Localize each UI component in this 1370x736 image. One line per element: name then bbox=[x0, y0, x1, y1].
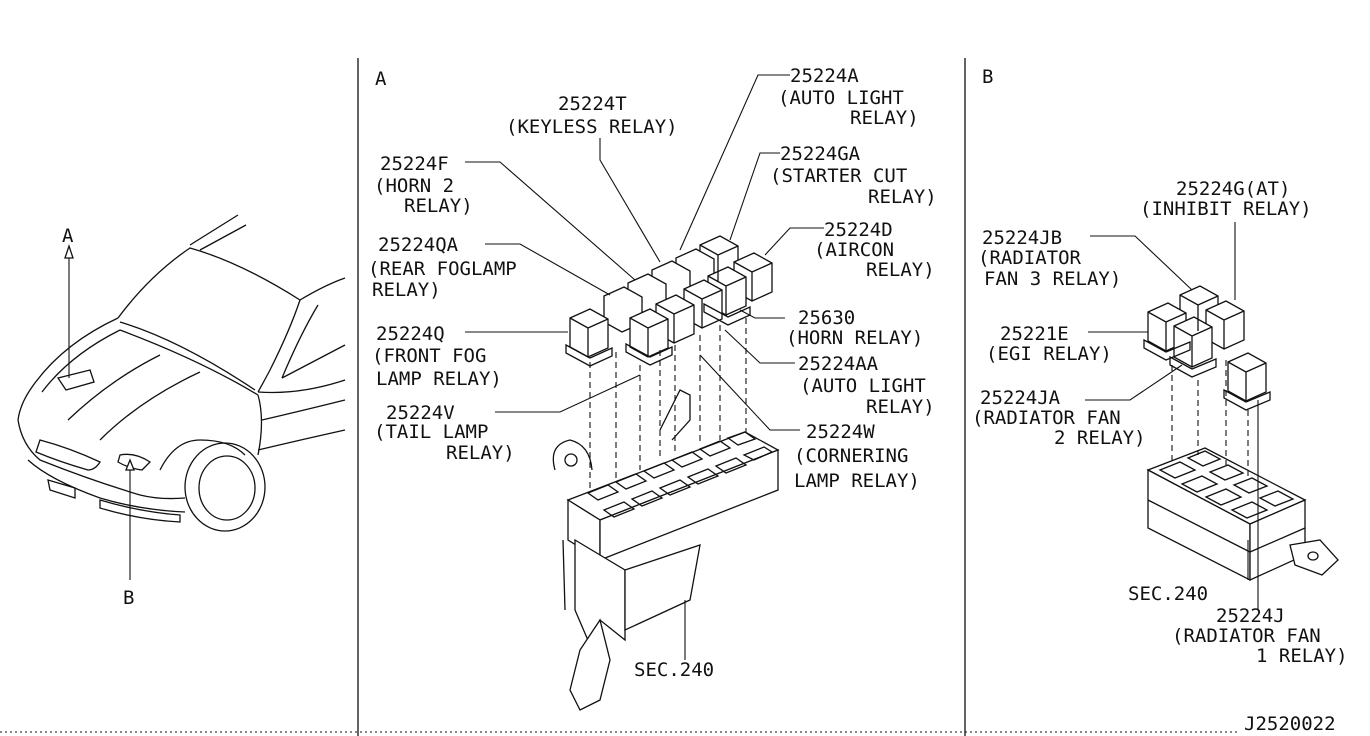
label-line: (HORN 2 bbox=[374, 175, 454, 197]
label-line: (RADIATOR bbox=[978, 247, 1082, 269]
label-25630: 25630 (HORN RELAY) bbox=[786, 307, 923, 349]
label-25224v: 25224V (TAIL LAMP RELAY) bbox=[374, 402, 515, 464]
panel-b-letter: B bbox=[982, 66, 993, 88]
label-line: 25224A bbox=[790, 65, 859, 87]
label-line: (HORN RELAY) bbox=[786, 327, 923, 349]
label-25224aa: 25224AA (AUTO LIGHT RELAY) bbox=[798, 353, 935, 418]
label-line: 25224J bbox=[1216, 605, 1285, 627]
label-line: FAN 3 RELAY) bbox=[984, 268, 1121, 290]
label-line: 25224G(AT) bbox=[1176, 178, 1290, 200]
projection-lines-a bbox=[589, 318, 747, 490]
label-line: 25224Q bbox=[376, 323, 445, 345]
label-line: (RADIATOR FAN bbox=[1172, 625, 1321, 647]
label-line: (STARTER CUT bbox=[770, 165, 907, 187]
label-25224t: 25224T (KEYLESS RELAY) bbox=[506, 93, 678, 138]
label-line: (TAIL LAMP bbox=[374, 421, 488, 443]
label-line: 25224QA bbox=[378, 234, 459, 256]
label-25224f: 25224F (HORN 2 RELAY) bbox=[374, 153, 473, 217]
label-line: (KEYLESS RELAY) bbox=[506, 116, 678, 138]
label-line: 25224W bbox=[806, 421, 875, 443]
label-line: LAMP RELAY) bbox=[376, 368, 502, 390]
label-25224d: 25224D (AIRCON RELAY) bbox=[814, 219, 935, 281]
label-line: 25224T bbox=[558, 93, 627, 115]
relay-box-b bbox=[1146, 447, 1339, 582]
label-sec240-a: SEC.240 bbox=[634, 659, 714, 681]
relay-cluster-a bbox=[565, 235, 773, 367]
label-line: RELAY) bbox=[850, 107, 919, 129]
label-line: (AIRCON bbox=[814, 239, 894, 261]
label-line: 25224AA bbox=[798, 353, 879, 375]
label-25224g: 25224G(AT) (INHIBIT RELAY) bbox=[1140, 178, 1312, 220]
label-25224ja: 25224JA (RADIATOR FAN 2 RELAY) bbox=[972, 387, 1146, 449]
label-25224a: 25224A (AUTO LIGHT RELAY) bbox=[778, 65, 919, 129]
label-25224j: 25224J (RADIATOR FAN 1 RELAY) bbox=[1172, 605, 1348, 667]
label-line: 25630 bbox=[798, 307, 855, 329]
leaders-a bbox=[465, 74, 824, 660]
label-line: 25224GA bbox=[780, 143, 861, 165]
drawing-id: J2520022 bbox=[1244, 713, 1336, 735]
relay-box-a bbox=[552, 389, 780, 711]
car-illustration bbox=[17, 214, 346, 580]
label-line: (AUTO LIGHT bbox=[800, 375, 926, 397]
callout-b: B bbox=[123, 587, 134, 609]
label-line: 2 RELAY) bbox=[1054, 427, 1146, 449]
label-25224w: 25224W (CORNERING LAMP RELAY) bbox=[794, 421, 920, 492]
label-line: 25224D bbox=[824, 219, 893, 241]
label-line: RELAY) bbox=[446, 442, 515, 464]
label-line: 25224F bbox=[380, 153, 449, 175]
label-line: RELAY) bbox=[866, 259, 935, 281]
label-25221e: 25221E (EGI RELAY) bbox=[986, 323, 1112, 365]
relay-cluster-b bbox=[1143, 285, 1271, 411]
label-line: (RADIATOR FAN bbox=[972, 407, 1121, 429]
label-25224qa: 25224QA (REAR FOGLAMP RELAY) bbox=[368, 234, 517, 301]
callout-a: A bbox=[62, 225, 74, 247]
projection-lines-b bbox=[1171, 360, 1249, 480]
label-line: (INHIBIT RELAY) bbox=[1140, 198, 1312, 220]
label-sec240-b: SEC.240 bbox=[1128, 583, 1208, 605]
label-line: 25221E bbox=[1000, 323, 1069, 345]
label-line: (REAR FOGLAMP bbox=[368, 258, 517, 280]
label-25224ga: 25224GA (STARTER CUT RELAY) bbox=[770, 143, 937, 208]
label-25224jb: 25224JB (RADIATOR FAN 3 RELAY) bbox=[978, 227, 1121, 290]
panel-a-letter: A bbox=[375, 68, 387, 90]
label-line: 25224JB bbox=[982, 227, 1062, 249]
label-line: LAMP RELAY) bbox=[794, 470, 920, 492]
label-25224q: 25224Q (FRONT FOG LAMP RELAY) bbox=[372, 323, 502, 390]
label-line: 1 RELAY) bbox=[1256, 645, 1348, 667]
label-line: 25224V bbox=[386, 402, 455, 424]
label-line: (EGI RELAY) bbox=[986, 343, 1112, 365]
label-line: RELAY) bbox=[404, 195, 473, 217]
label-line: (AUTO LIGHT bbox=[778, 87, 904, 109]
label-line: RELAY) bbox=[372, 279, 441, 301]
label-line: (CORNERING bbox=[794, 445, 908, 467]
label-line: 25224JA bbox=[980, 387, 1061, 409]
label-line: (FRONT FOG bbox=[372, 345, 486, 367]
leaders-b bbox=[1085, 222, 1259, 610]
label-line: RELAY) bbox=[868, 186, 937, 208]
label-line: RELAY) bbox=[866, 396, 935, 418]
